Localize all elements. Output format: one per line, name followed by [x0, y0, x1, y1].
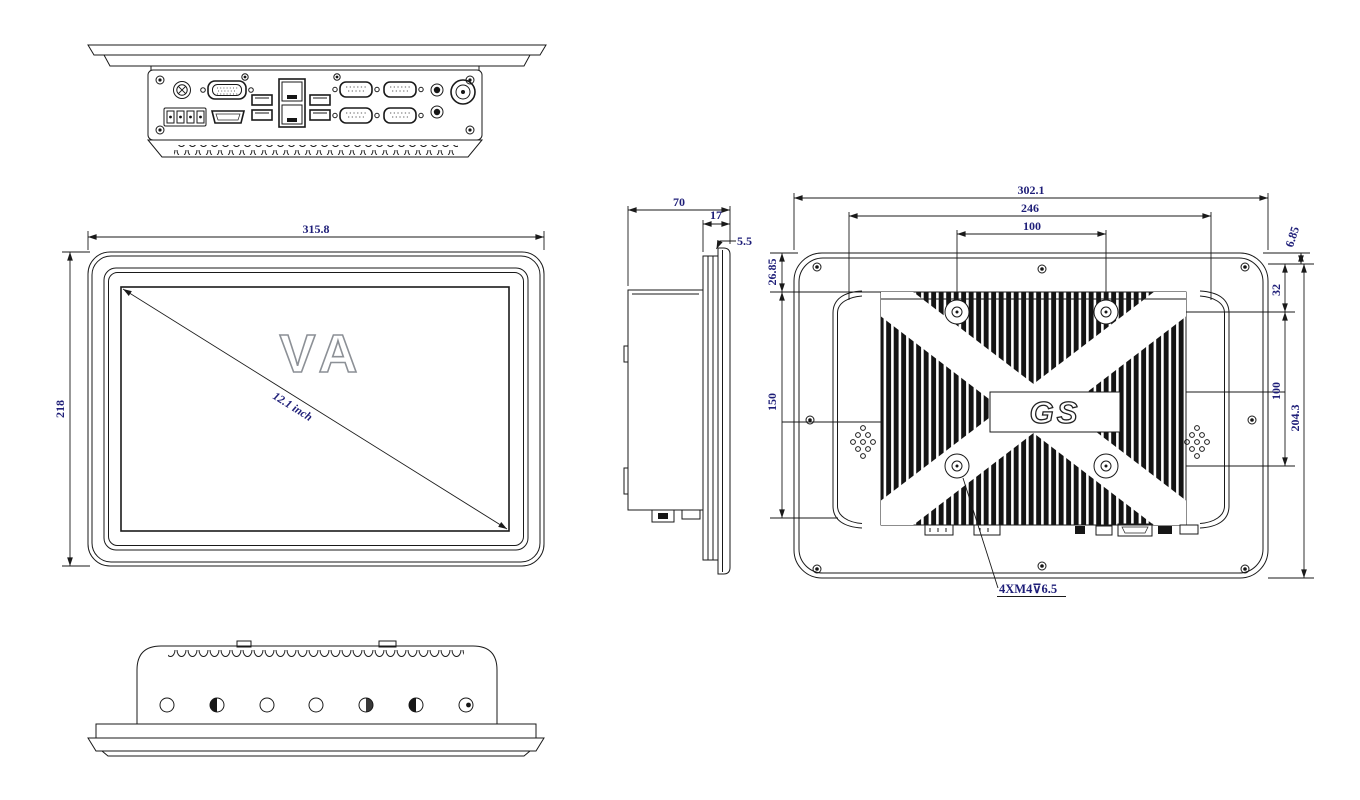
handle-left	[832, 290, 863, 529]
rear-vesa-top-offset-dim: 32	[1269, 284, 1283, 296]
power-terminal-block	[163, 107, 207, 127]
bottom-bezel-lip	[87, 737, 545, 752]
screen-area	[120, 286, 510, 532]
rear-mount-span-dim: 246	[1021, 201, 1039, 215]
serial-port-com4	[383, 107, 424, 124]
rear-mount-height-dim: 204.3	[1288, 405, 1302, 432]
rear-screws	[805, 262, 1257, 574]
side-button-bump	[623, 345, 629, 363]
serial-port-com2	[332, 107, 380, 124]
hdmi-port	[210, 110, 246, 124]
panel-screws	[155, 73, 475, 135]
rear-bottom-ports	[924, 523, 1199, 537]
front-panel-outer	[87, 251, 545, 567]
rear-left-top-offset-dim: 26.85	[765, 259, 779, 286]
rear-vesa-height-dim: 100	[1269, 382, 1283, 400]
screen-logo: VA	[279, 324, 364, 384]
speaker-holes-right	[1184, 425, 1210, 459]
rear-view: 302.1 246 100 26.85 150 6.85 32 100 204.…	[765, 183, 1314, 597]
top-view	[87, 44, 547, 158]
front-width-dim: 315.8	[303, 222, 330, 236]
vent-notch	[378, 640, 397, 648]
rear-panel-inner	[798, 257, 1264, 574]
screen-diagonal-label: 12.1 inch	[270, 390, 314, 424]
screw	[805, 415, 815, 425]
rear-left-span-dim: 150	[765, 393, 779, 411]
front-bezel-line	[103, 267, 529, 551]
screw	[155, 75, 165, 85]
note-leader-line	[962, 477, 999, 589]
bottom-vent-scallops	[168, 647, 464, 657]
vesa-screw-note: 4XM4⊽6.5	[999, 582, 1057, 596]
bottom-mounting-holes	[159, 697, 474, 713]
side-depth-dim: 70	[673, 195, 685, 209]
usb-ports-right	[309, 94, 331, 121]
bottom-view	[87, 640, 545, 757]
audio-jacks	[430, 83, 444, 119]
screw	[812, 262, 822, 272]
side-glass-strip	[717, 247, 731, 575]
serial-port-com3	[383, 81, 424, 98]
side-button-bump	[623, 467, 629, 495]
vesa-hole	[1093, 299, 1119, 325]
rear-width-dim: 302.1	[1018, 183, 1045, 197]
vent-scallops	[174, 145, 458, 155]
vent-notch	[236, 640, 252, 648]
screw	[333, 73, 341, 81]
heatsink: GS	[880, 291, 1187, 526]
usb-ports-left	[251, 94, 273, 121]
screw	[465, 125, 475, 135]
vesa-mounting-holes	[944, 299, 1119, 479]
side-connector-stub	[681, 509, 701, 520]
rear-corner-offset-dim: 6.85	[1282, 225, 1302, 249]
side-panel-thickness-dim: 5.5	[737, 234, 752, 248]
vga-port	[200, 80, 254, 100]
screw	[1247, 415, 1257, 425]
vesa-hole	[944, 453, 970, 479]
bottom-glass-edge	[100, 750, 532, 757]
power-button	[450, 79, 476, 105]
ethernet-ports	[278, 78, 306, 128]
gs-logo-plate	[989, 391, 1121, 433]
bottom-bezel	[95, 723, 537, 739]
side-bezel-strip	[702, 255, 719, 561]
side-connector-stub	[651, 509, 675, 523]
side-bezel-depth-dim: 17	[710, 208, 722, 222]
screw	[241, 73, 249, 81]
screw	[1037, 264, 1047, 274]
side-view: 70 17 5.5	[623, 195, 752, 575]
serial-port-com1	[332, 81, 380, 98]
screw	[1037, 561, 1047, 571]
screw	[155, 125, 165, 135]
ground-screw	[173, 81, 191, 99]
handle-right	[1199, 290, 1230, 529]
front-view: 315.8 218 VA 12.1 inch	[53, 222, 545, 567]
screw	[1240, 262, 1250, 272]
bottom-body	[136, 645, 498, 725]
front-bezel-lip	[87, 44, 547, 56]
screen-diagonal-line	[122, 288, 508, 530]
screw	[812, 564, 822, 574]
rear-panel-outer	[793, 252, 1269, 579]
rear-vesa-width-dim: 100	[1023, 219, 1041, 233]
side-body	[627, 289, 704, 511]
speaker-holes-left	[850, 425, 876, 459]
leader-panel-thickness	[716, 239, 736, 250]
rear-housing-taper	[146, 139, 484, 158]
front-bezel-inner-lip	[103, 54, 531, 67]
front-height-dim: 218	[53, 400, 67, 418]
gs-logo: GS	[1030, 395, 1081, 430]
vesa-hole	[944, 299, 970, 325]
vesa-hole	[1093, 453, 1119, 479]
screw	[1240, 564, 1250, 574]
